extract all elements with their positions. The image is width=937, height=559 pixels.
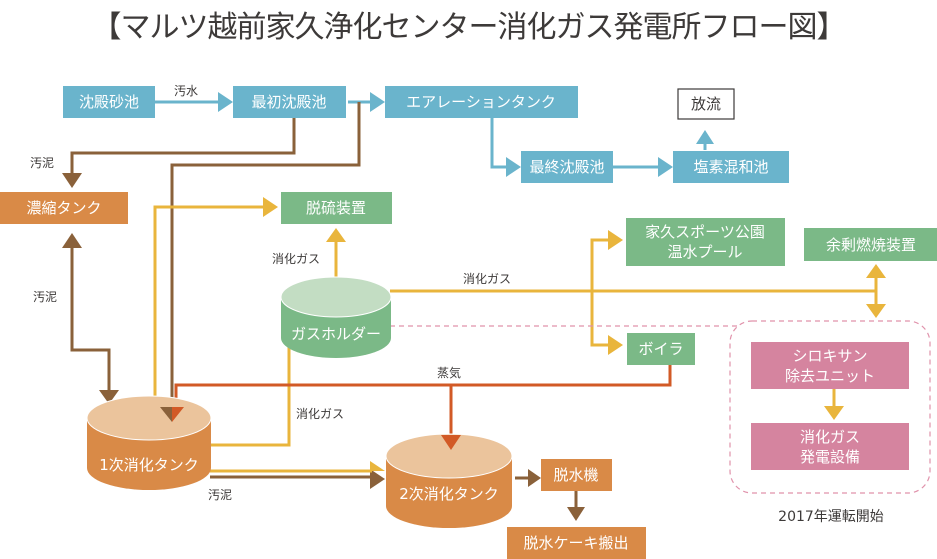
- arrowhead: [824, 406, 844, 420]
- node-gas-holder[interactable]: ガスホルダー: [280, 276, 392, 358]
- node-label: 脱硫装置: [306, 199, 366, 217]
- arrowhead: [172, 407, 184, 422]
- edge-label-sewage: 汚水: [174, 84, 198, 98]
- sludge-flow-lines: [70, 102, 578, 508]
- arrowhead: [608, 335, 623, 355]
- arrowhead: [866, 264, 886, 278]
- edge-to-boiler: [590, 291, 610, 347]
- node-grit-chamber[interactable]: 沈殿砂池: [63, 86, 155, 118]
- edge-primary-to-thickener: [70, 118, 296, 175]
- node-label: 脱水ケーキ搬出: [523, 534, 628, 552]
- arrowhead: [567, 507, 585, 521]
- node-digester2[interactable]: 2次消化タンク: [385, 433, 513, 528]
- node-gas-generator[interactable]: 消化ガス 発電設備: [751, 423, 909, 470]
- node-label: ガスホルダー: [291, 325, 381, 343]
- node-discharge[interactable]: 放流: [677, 88, 735, 120]
- edge-label-digestion-gas: 消化ガス: [296, 407, 344, 421]
- node-surplus-burner[interactable]: 余剰燃焼装置: [804, 228, 937, 261]
- edge-thickener-to-digester1: [70, 245, 111, 390]
- arrowhead: [62, 233, 82, 248]
- node-label: 温水プール: [667, 243, 742, 261]
- node-label: 発電設備: [800, 448, 860, 466]
- node-label: 1次消化タンク: [99, 456, 199, 474]
- diagram-title: 【マルツ越前家久浄化センター消化ガス発電所フロー図】: [91, 10, 847, 45]
- node-chlorine-mixing[interactable]: 塩素混和池: [673, 151, 789, 183]
- arrowhead: [326, 228, 346, 242]
- arrowhead: [608, 230, 623, 250]
- node-label: 塩素混和池: [693, 158, 768, 176]
- node-label: 2次消化タンク: [399, 485, 499, 503]
- node-label: 除去ユニット: [785, 367, 875, 385]
- arrowhead: [658, 157, 673, 177]
- arrowhead: [506, 157, 521, 177]
- arrowhead: [696, 130, 714, 144]
- operation-start-note: 2017年運転開始: [778, 509, 884, 525]
- node-pool[interactable]: 家久スポーツ公園 温水プール: [626, 218, 785, 266]
- gas-flow-lines: [153, 205, 878, 473]
- node-aeration-tank[interactable]: エアレーションタンク: [385, 86, 578, 118]
- water-arrowheads: [218, 92, 714, 177]
- node-label: 最初沈殿池: [251, 93, 326, 111]
- edge-digester1-to-desulfurizer: [153, 205, 265, 406]
- arrowhead: [528, 469, 541, 487]
- node-dewatering[interactable]: 脱水機: [541, 459, 612, 491]
- node-label: 放流: [691, 95, 721, 113]
- node-label: 消化ガス: [800, 428, 860, 446]
- node-label: 余剰燃焼装置: [826, 236, 916, 254]
- edge-label-sludge: 汚泥: [30, 156, 54, 170]
- node-label: シロキサン: [792, 347, 867, 365]
- edge-to-pool: [590, 238, 610, 291]
- arrowhead: [441, 435, 461, 450]
- power-generation-group: [729, 320, 931, 494]
- arrowhead: [218, 92, 233, 112]
- node-final-settling[interactable]: 最終沈殿池: [521, 151, 613, 183]
- arrowhead: [62, 173, 82, 188]
- arrowhead: [370, 469, 385, 489]
- edge-label-steam: 蒸気: [437, 365, 461, 380]
- node-label: エアレーションタンク: [406, 93, 556, 111]
- edge-boiler-steam: [174, 362, 672, 410]
- arrowhead: [263, 197, 278, 217]
- edge-label-digestion-gas: 消化ガス: [463, 272, 511, 286]
- arrowhead: [99, 390, 119, 404]
- edge-digester1-to-holder: [210, 345, 291, 447]
- node-primary-settling[interactable]: 最初沈殿池: [233, 86, 346, 118]
- node-label: 濃縮タンク: [26, 199, 101, 217]
- node-thickener[interactable]: 濃縮タンク: [0, 192, 128, 224]
- node-siloxane-unit[interactable]: シロキサン 除去ユニット: [751, 342, 909, 389]
- arrowhead: [160, 407, 172, 422]
- arrowhead: [370, 461, 385, 471]
- edge-label-sludge: 汚泥: [208, 488, 232, 502]
- node-label: 家久スポーツ公園: [645, 223, 765, 241]
- node-digester1[interactable]: 1次消化タンク: [86, 395, 212, 490]
- node-label: 脱水機: [553, 466, 598, 484]
- edge-label-sludge: 汚泥: [33, 290, 57, 304]
- edge-label-digestion-gas: 消化ガス: [272, 252, 320, 266]
- node-boiler[interactable]: ボイラ: [627, 333, 695, 365]
- node-label: 最終沈殿池: [529, 158, 604, 176]
- node-label: ボイラ: [638, 340, 683, 358]
- edge-primary-to-digester1: [170, 102, 361, 410]
- node-cake-removal[interactable]: 脱水ケーキ搬出: [507, 527, 646, 559]
- node-label: 沈殿砂池: [79, 93, 139, 111]
- node-desulfurizer[interactable]: 脱硫装置: [281, 192, 392, 224]
- edge-aeration-to-final: [490, 118, 508, 169]
- arrowhead: [370, 92, 385, 112]
- arrowhead: [866, 304, 886, 318]
- steam-flow-lines: [174, 362, 672, 437]
